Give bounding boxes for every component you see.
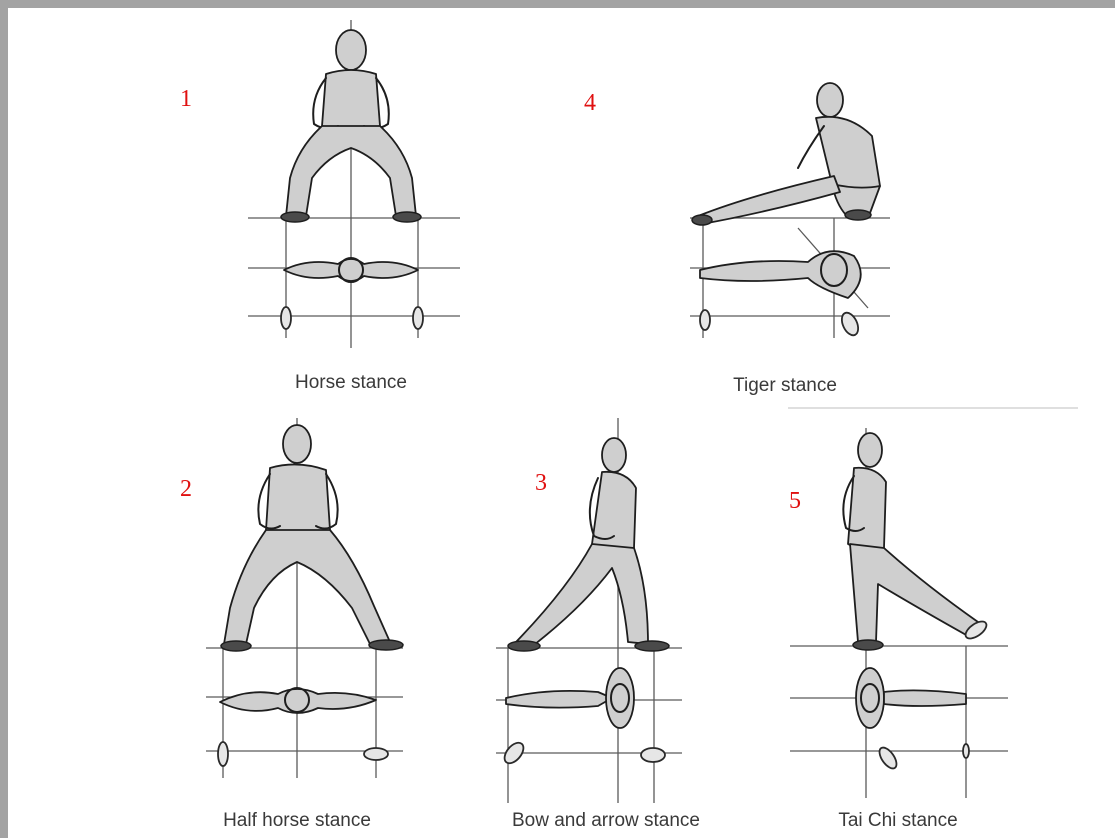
- tai-chi-stance-panel: 5 Tai Chi stance: [8, 8, 1115, 838]
- stance-sheet: 1 Horse stance: [8, 8, 1115, 838]
- stance-number: 5: [789, 488, 801, 515]
- stance-caption: Tai Chi stance: [838, 810, 957, 832]
- tai-chi-stance-drawing: [8, 8, 1115, 838]
